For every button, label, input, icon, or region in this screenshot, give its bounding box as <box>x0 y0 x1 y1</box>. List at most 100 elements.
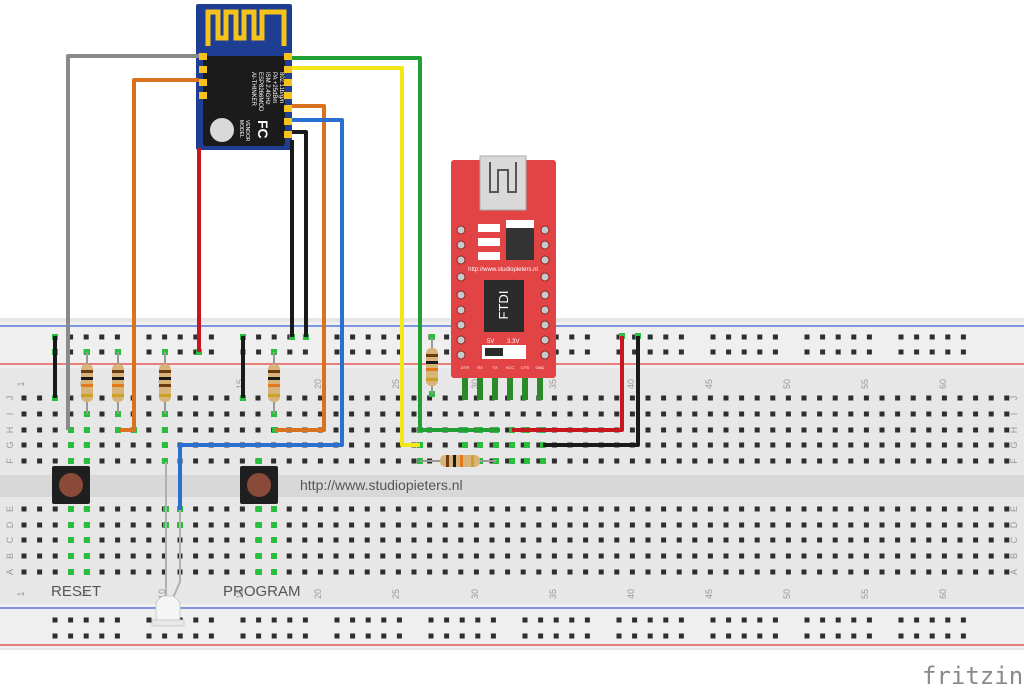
reset-button[interactable] <box>52 466 90 504</box>
breadboard-hole <box>910 553 916 559</box>
breadboard-hole <box>754 506 760 512</box>
breadboard-hole <box>754 553 760 559</box>
breadboard-hole <box>926 427 932 433</box>
breadboard-hole <box>723 427 729 433</box>
breadboard-hole <box>442 395 448 401</box>
rail-hole <box>350 617 356 623</box>
breadboard-hole <box>723 553 729 559</box>
program-button[interactable] <box>240 466 278 504</box>
breadboard-hole <box>193 395 199 401</box>
breadboard-hole <box>863 427 869 433</box>
rail-hole <box>757 617 763 623</box>
breadboard-hole <box>208 427 214 433</box>
rail-hole <box>914 617 920 623</box>
breadboard-hole <box>973 569 979 575</box>
breadboard-hole <box>832 537 838 543</box>
breadboard-hole <box>1004 411 1010 417</box>
breadboard-hole <box>286 537 292 543</box>
breadboard-hole <box>676 427 682 433</box>
breadboard-hole <box>598 553 604 559</box>
breadboard-hole <box>505 553 511 559</box>
breadboard-hole <box>333 427 339 433</box>
column-number: 35 <box>548 379 558 389</box>
rail-hole <box>490 617 496 623</box>
breadboard-hole <box>957 411 963 417</box>
breadboard-hole <box>395 506 401 512</box>
rail-hole <box>835 349 841 355</box>
breadboard-hole <box>115 537 121 543</box>
rail-hole <box>256 334 262 340</box>
breadboard-hole <box>614 537 620 543</box>
connected-hole <box>256 569 262 575</box>
breadboard-hole <box>598 569 604 575</box>
breadboard-hole <box>598 395 604 401</box>
rail-hole <box>68 334 74 340</box>
breadboard-hole <box>395 395 401 401</box>
breadboard-hole <box>832 522 838 528</box>
breadboard-hole <box>645 411 651 417</box>
rail-hole <box>350 334 356 340</box>
breadboard-hole <box>941 395 947 401</box>
breadboard-hole <box>286 506 292 512</box>
breadboard-hole <box>661 458 667 464</box>
breadboard-hole <box>629 553 635 559</box>
breadboard-hole <box>567 411 573 417</box>
rail-hole <box>616 633 622 639</box>
breadboard-hole <box>130 522 136 528</box>
breadboard-hole <box>910 506 916 512</box>
column-number: 20 <box>313 379 323 389</box>
breadboard-hole <box>193 411 199 417</box>
esp-pin <box>199 53 207 60</box>
column-number: 15 <box>235 379 245 389</box>
breadboard-hole <box>333 506 339 512</box>
row-letter: B <box>1009 553 1019 559</box>
breadboard-hole <box>380 553 386 559</box>
esp-pin <box>199 66 207 73</box>
rail-hole <box>177 334 183 340</box>
breadboard-hole <box>957 569 963 575</box>
breadboard-hole <box>115 506 121 512</box>
esp-model-line-5: 802.11b/g/n <box>278 72 284 103</box>
rail-hole <box>851 633 857 639</box>
breadboard-hole <box>645 553 651 559</box>
breadboard-hole <box>193 427 199 433</box>
breadboard-hole <box>21 506 27 512</box>
breadboard-hole <box>629 522 635 528</box>
rail-hole <box>146 349 152 355</box>
breadboard-hole <box>333 522 339 528</box>
breadboard-hole <box>957 537 963 543</box>
breadboard-hole <box>239 522 245 528</box>
breadboard-hole <box>676 458 682 464</box>
breadboard-hole <box>988 553 994 559</box>
breadboard-hole <box>21 395 27 401</box>
column-number: 45 <box>704 379 714 389</box>
breadboard-hole <box>863 553 869 559</box>
breadboard-hole <box>551 537 557 543</box>
breadboard-hole <box>817 522 823 528</box>
breadboard-hole <box>645 522 651 528</box>
connected-hole <box>162 458 168 464</box>
breadboard-hole <box>661 427 667 433</box>
breadboard-hole <box>489 442 495 448</box>
breadboard-hole <box>255 411 261 417</box>
breadboard-hole <box>317 395 323 401</box>
ftdi-side-pin <box>456 272 466 282</box>
breadboard-hole <box>973 553 979 559</box>
ftdi-side-pin <box>540 225 550 235</box>
column-number: 55 <box>860 379 870 389</box>
rail-hole <box>647 633 653 639</box>
breadboard-hole <box>317 553 323 559</box>
connected-hole <box>271 569 277 575</box>
breadboard-hole <box>364 442 370 448</box>
connected-hole <box>84 553 90 559</box>
breadboard-hole <box>208 458 214 464</box>
breadboard-hole <box>941 458 947 464</box>
breadboard-hole <box>988 506 994 512</box>
breadboard-hole <box>785 411 791 417</box>
breadboard-hole <box>395 427 401 433</box>
rail-hole <box>271 334 277 340</box>
rail-hole <box>177 633 183 639</box>
rail-hole <box>851 334 857 340</box>
breadboard-hole <box>817 427 823 433</box>
breadboard-hole <box>458 553 464 559</box>
